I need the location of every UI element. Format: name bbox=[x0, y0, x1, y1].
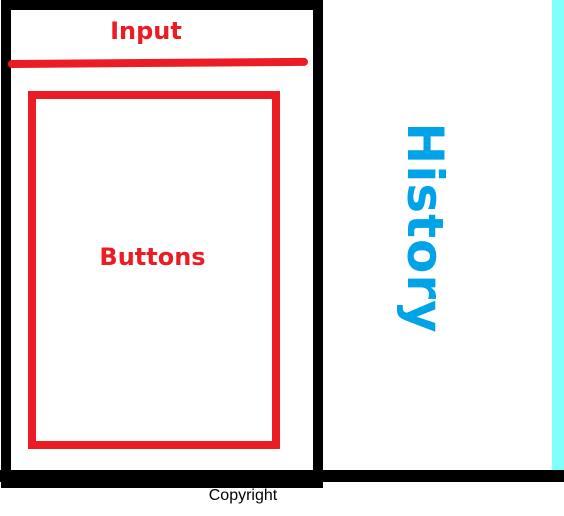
buttons-label: Buttons bbox=[99, 243, 206, 271]
history-edge-bar bbox=[552, 0, 564, 474]
history-label: History bbox=[396, 122, 454, 334]
buttons-region bbox=[28, 91, 280, 449]
bottom-frame-bar bbox=[0, 470, 564, 482]
input-label: Input bbox=[110, 17, 182, 45]
calculator-panel bbox=[1, 0, 323, 488]
copyright-footer: Copyright bbox=[208, 487, 278, 504]
